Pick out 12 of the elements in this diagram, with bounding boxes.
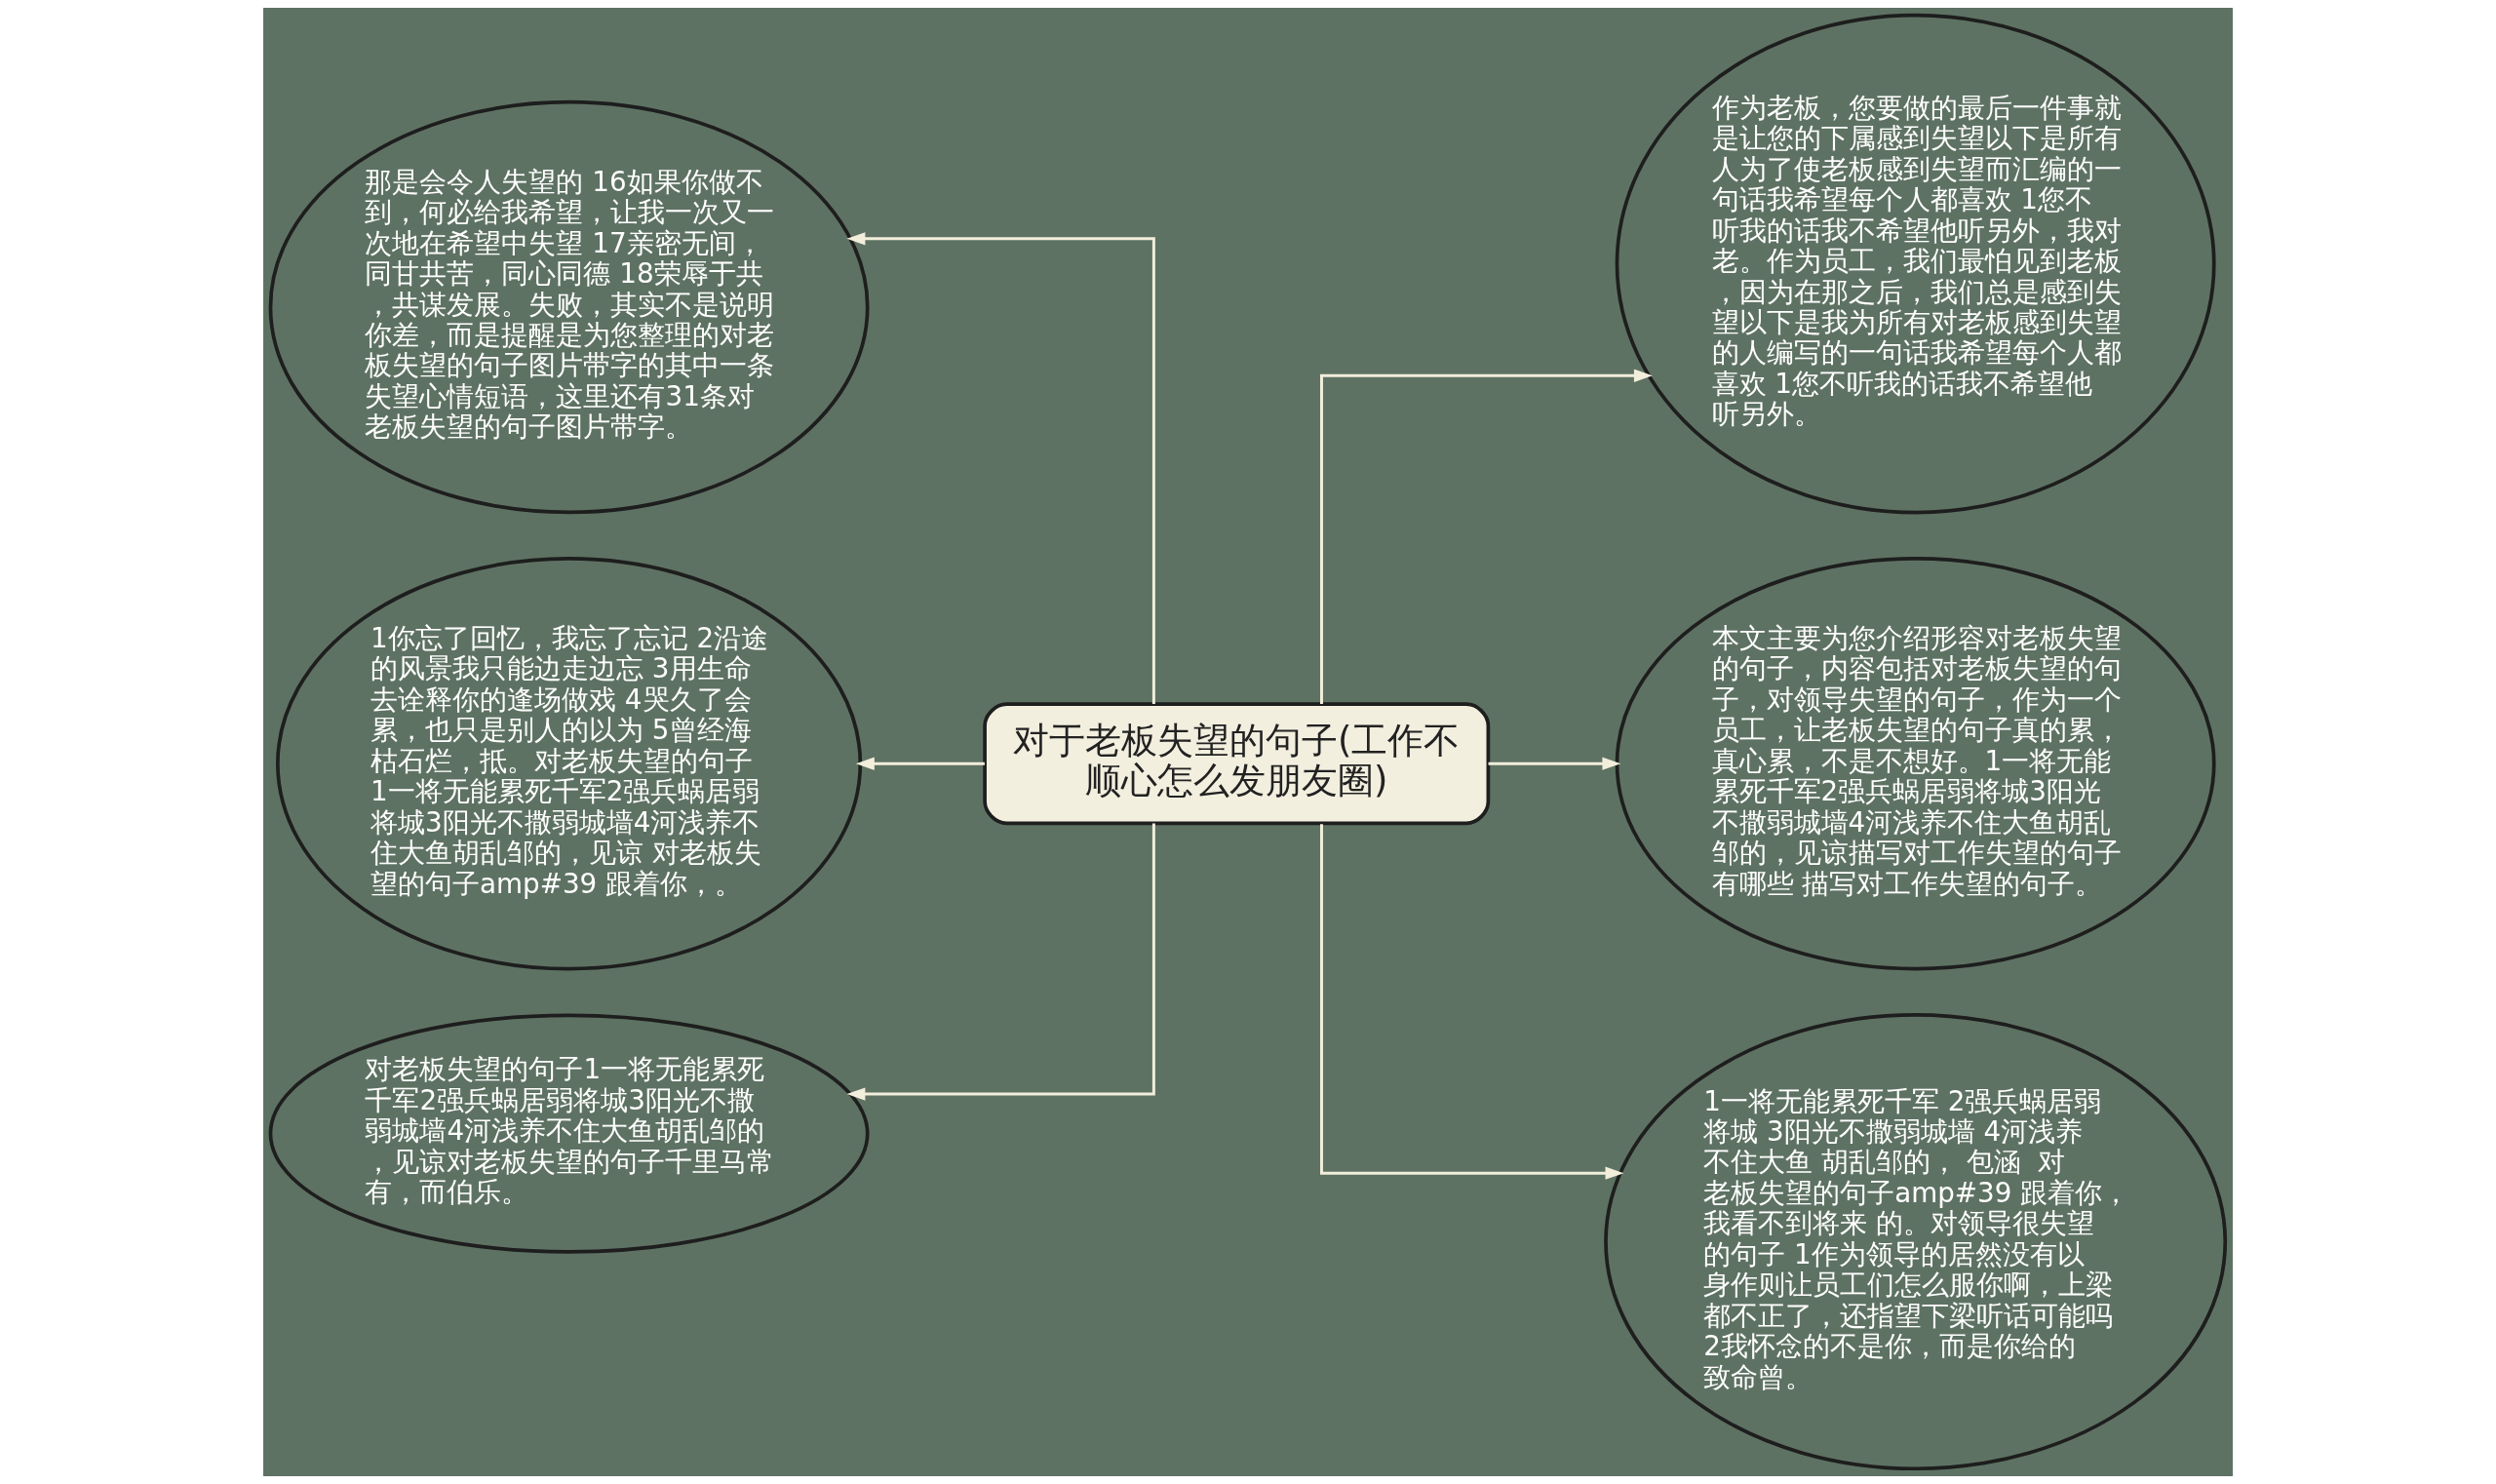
arrow: [846, 823, 1155, 1101]
arrow: [1320, 369, 1653, 704]
arrow: [846, 232, 1155, 704]
arrow: [1320, 824, 1624, 1180]
node-ellipse: 本文主要为您介绍形容对老板失望的句子，内容包括对老板失望的句子，对领导失望的句子，作为一个员工，让老板失望的句子真的累，真心累，不是不想好。1一将无能累死千军2强兵蜗居弱将城3阳光不撒弱城墙4河浅养不住大鱼胡乱邹的，见谅描写对工作失望的句子有哪些 描写对工作失望的句子。: [1615, 557, 2216, 971]
node-box: 对于老板失望的句子(工作不顺心怎么发朋友圈): [983, 702, 1491, 826]
node-ellipse: 作为老板，您要做的最后一件事就是让您的下属感到失望以下是所有人为了使老板感到失望而汇编的一句话我希望每个人都喜欢 1您不听我的话我不希望他听另外，我对老。作为员工，我们最怕见到老板，因为在那之后，我们总是感到失望以下是我为所有对老板感到失望的人编写的一句话我希望每个人都喜欢 1您不听我的话我不希望他听另外。: [1615, 13, 2216, 515]
node-ellipse: 1你忘了回忆，我忘了忘记 2沿途的风景我只能边走边忘 3用生命去诠释你的逢场做戏 4哭久了会累，也只是别人的以为 5曾经海枯石烂，抵。对老板失望的句子 1一将无能累死千军2强兵蜗居弱将城3阳光不撒弱城墙4河浅养不住大鱼胡乱邹的，见谅 对老板失望的句子amp#39 跟着你，。: [276, 557, 863, 971]
arrow: [855, 757, 985, 770]
node-ellipse: 那是会令人失望的 16如果你做不到，何必给我希望，让我一次又一次地在希望中失望 17亲密无间，同甘共苦，同心同德 18荣辱于共，共谋发展。失败，其实不是说明你差，而是提醒是为您整理的对老板失望的句子图片带字的其中一条失望心情短语，这里还有31条对老板失望的句子图片带字。: [268, 99, 870, 515]
node-ellipse: 对老板失望的句子1一将无能累死千军2强兵蜗居弱将城3阳光不撒弱城墙4河浅养不住大鱼胡乱邹的，见谅对老板失望的句子千里马常有，而伯乐。: [268, 1013, 870, 1254]
arrow: [1488, 757, 1621, 770]
